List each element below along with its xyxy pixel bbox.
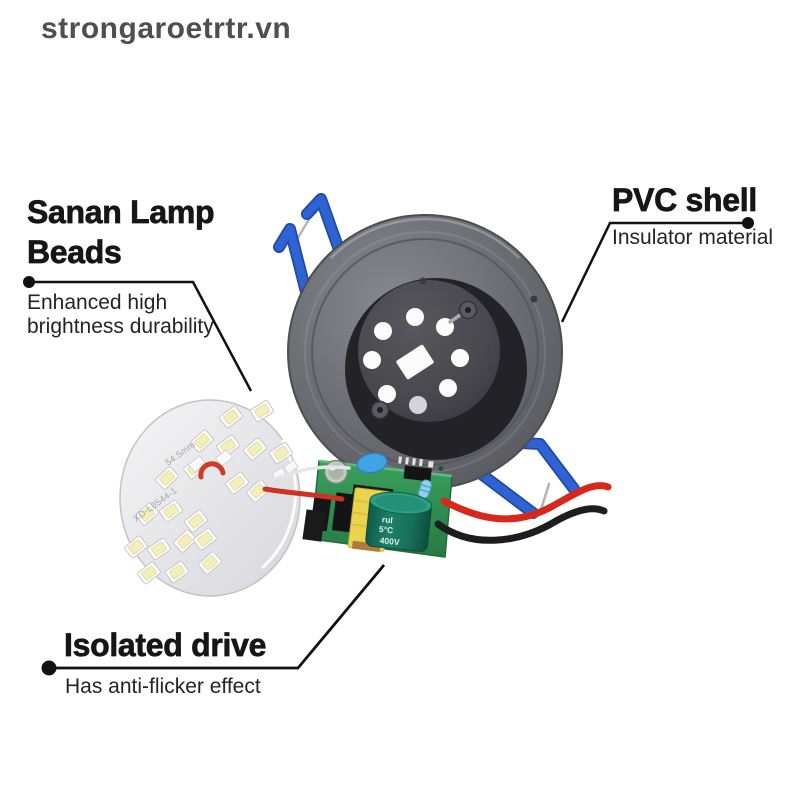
capacitor-marking: rul: [381, 514, 393, 525]
board-connector: [187, 449, 299, 482]
watermark: strongaroetrtr.vn: [41, 12, 292, 45]
leader-isolated-drive: [41, 564, 386, 676]
leader-pvc-shell: [560, 217, 754, 323]
leader-dot: [23, 276, 35, 288]
pvc-shell-housing: [287, 214, 563, 490]
mounting-plate: [358, 280, 500, 422]
callout-isolated-drive-title: Isolated drive: [64, 627, 267, 664]
screw-post: [370, 400, 390, 420]
capacitor-marking: 400V: [379, 535, 400, 547]
screw-post: [458, 300, 478, 320]
small-capacitor: [323, 459, 349, 485]
thermistor: [356, 452, 388, 474]
leader-lamp-beads: [23, 276, 253, 392]
black-output-wire: [434, 505, 608, 544]
callout-lamp-beads-title: Sanan Lamp Beads: [27, 194, 215, 271]
red-wire-to-led: [262, 486, 345, 502]
ic-chip: [403, 465, 432, 482]
silkscreen: [398, 456, 444, 472]
leader-lines: [23, 217, 754, 676]
white-wire: [269, 465, 351, 482]
rectifier-diodes: [302, 495, 332, 542]
electrolytic-capacitor: rul 5°C 400V: [365, 491, 433, 552]
leader-dot: [742, 217, 754, 229]
callout-isolated-drive-subtitle: Has anti-flicker effect: [65, 675, 261, 698]
callout-pvc-shell-title: PVC shell: [612, 182, 758, 219]
led-board: 54.5mm XD-L0544-1: [119, 399, 301, 597]
center-cutout: [396, 344, 434, 380]
callout-pvc-shell-subtitle: Insulator material: [612, 226, 774, 249]
blue-resistor: [418, 479, 432, 499]
wires: [262, 465, 612, 544]
leader-dot: [41, 660, 57, 676]
capacitor-marking: 5°C: [378, 524, 393, 535]
red-jumper-wire: [198, 461, 226, 480]
callout-lamp-beads-subtitle: Enhanced high brightness durability: [27, 291, 214, 338]
red-output-wire: [440, 482, 612, 523]
